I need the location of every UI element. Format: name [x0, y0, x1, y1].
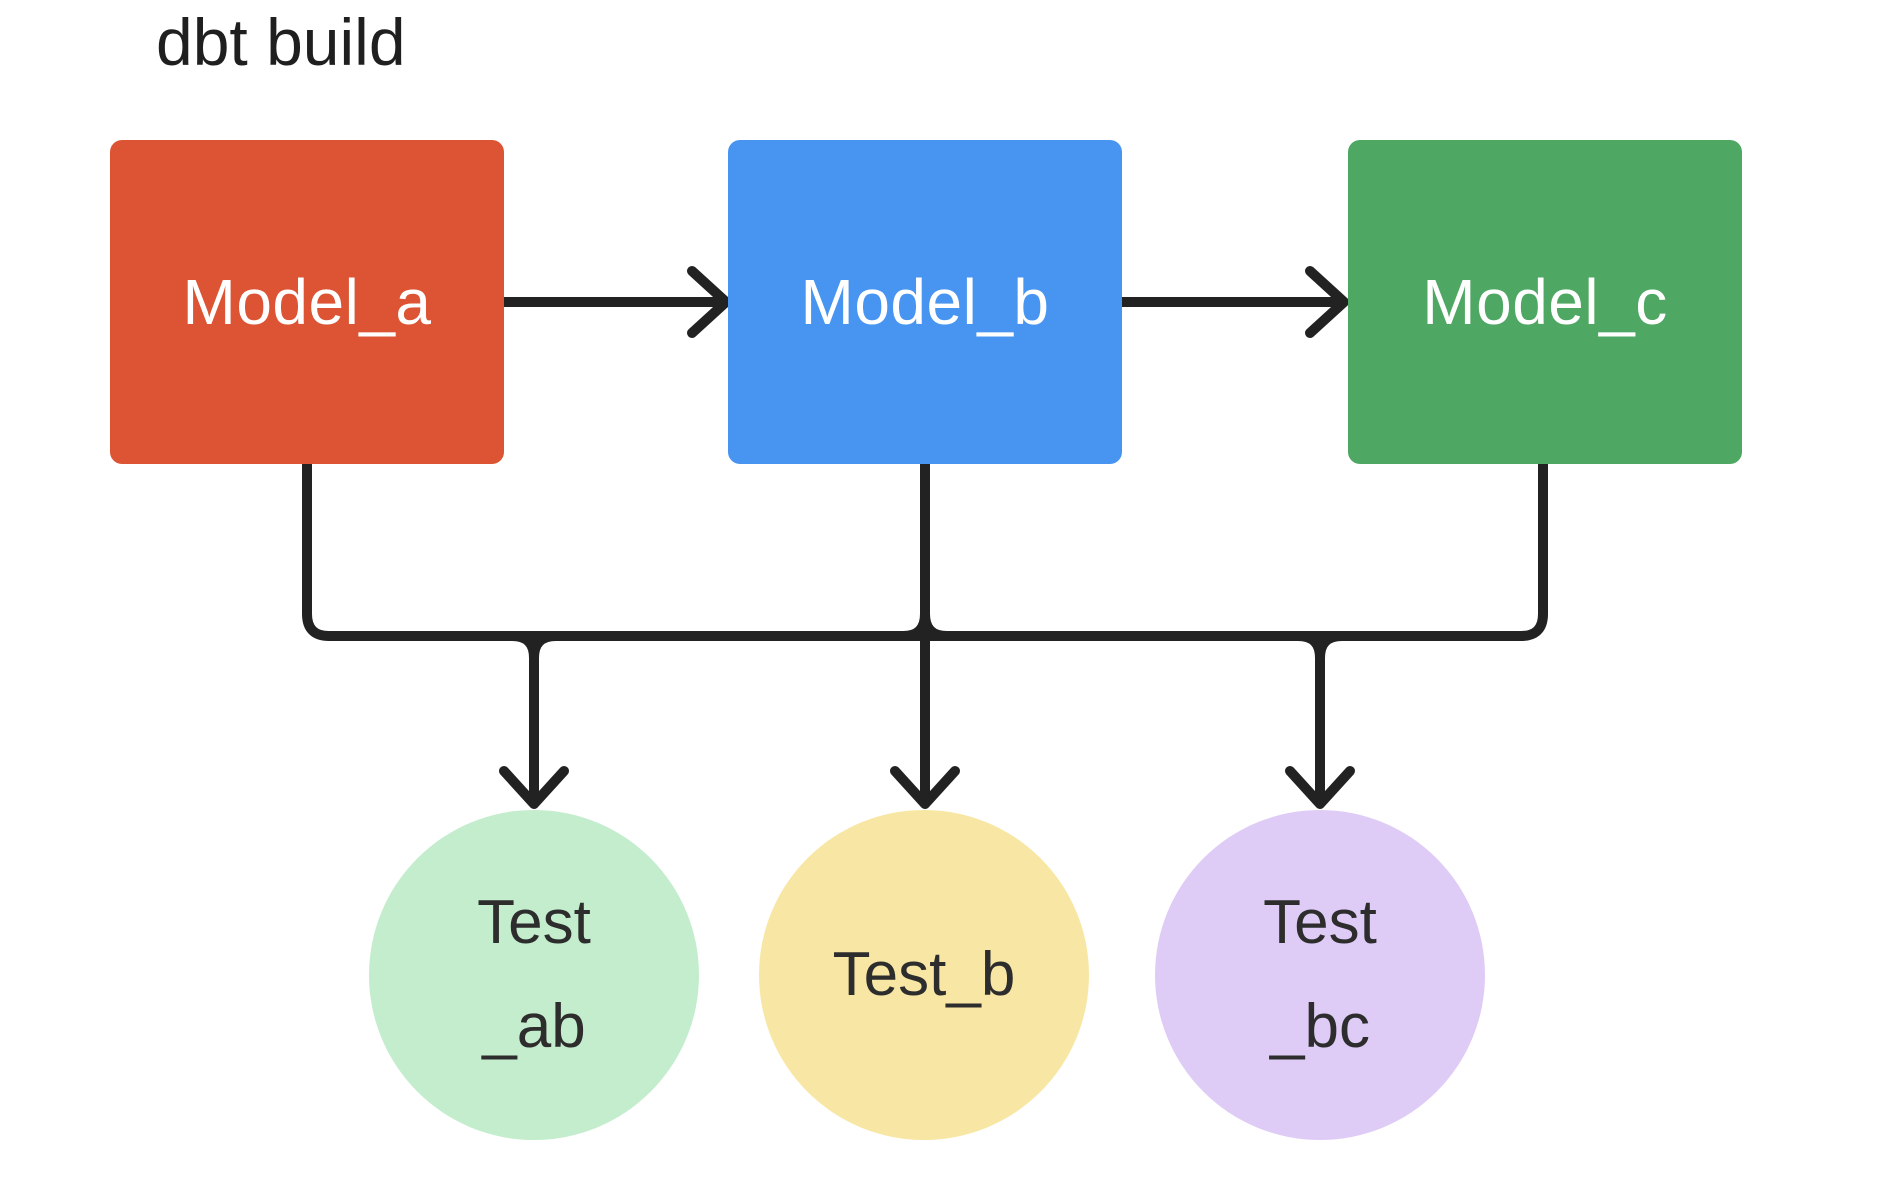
- node-test-ab-label-line2: _ab: [482, 992, 586, 1061]
- junction-fillet-test-bc: [1293, 631, 1347, 663]
- diagram-title: dbt build: [156, 5, 406, 79]
- junction-fillet-test-ab: [507, 631, 561, 663]
- node-model-a: Model_a: [110, 140, 504, 464]
- node-test-b-label: Test_b: [832, 939, 1016, 1009]
- node-model-a-label: Model_a: [182, 266, 432, 338]
- arrowhead-into-model-c: [1305, 266, 1349, 338]
- node-test-bc-label-line2: _bc: [1270, 992, 1370, 1061]
- node-model-b-label: Model_b: [800, 266, 1050, 338]
- arrowhead-into-model-b: [687, 266, 731, 338]
- node-test-bc: Test _bc: [1155, 810, 1485, 1140]
- node-model-c: Model_c: [1348, 140, 1742, 464]
- connector-bus: [302, 459, 1548, 641]
- arrowhead-into-test-bc: [1285, 766, 1355, 809]
- junction-fillet-model-b: [898, 609, 952, 641]
- arrowhead-into-test-ab: [499, 766, 569, 809]
- arrowhead-into-test-b: [890, 766, 960, 809]
- node-test-ab-label-line1: Test: [477, 887, 591, 957]
- node-test-b: Test_b: [759, 810, 1089, 1140]
- node-test-ab: Test _ab: [369, 810, 699, 1140]
- node-test-bc-label-line1: Test: [1263, 887, 1377, 957]
- node-model-b: Model_b: [728, 140, 1122, 464]
- node-model-c-label: Model_c: [1422, 266, 1668, 338]
